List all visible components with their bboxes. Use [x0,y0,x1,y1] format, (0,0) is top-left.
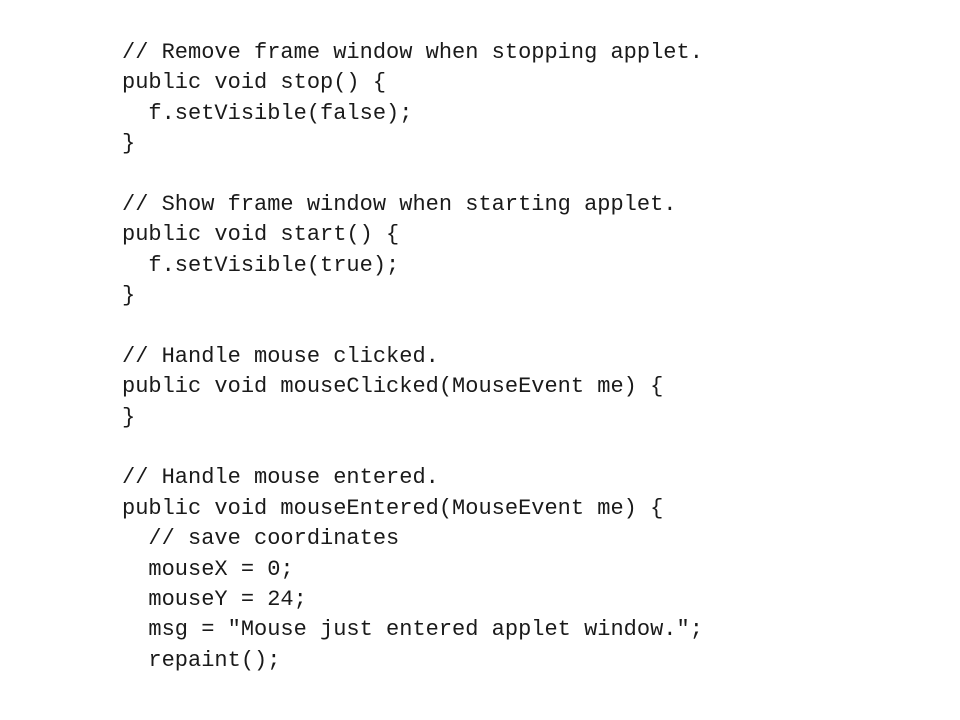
code-line: msg = "Mouse just entered applet window.… [122,617,703,643]
code-line: } [122,131,136,157]
code-line: // save coordinates [122,526,400,552]
code-line: mouseX = 0; [122,556,294,582]
code-line: public void start() { [122,222,400,248]
code-line: // Handle mouse entered. [122,465,439,491]
code-line: } [122,404,136,430]
code-line: repaint(); [122,647,281,673]
code-line-blank [122,433,703,463]
code-line: // Show frame window when starting apple… [122,191,677,217]
code-line-blank [122,160,703,190]
code-listing: // Remove frame window when stopping app… [122,38,703,676]
code-line: public void stop() { [122,70,387,96]
code-line: mouseY = 24; [122,587,307,613]
code-line: // Handle mouse clicked. [122,343,439,369]
code-line: f.setVisible(true); [122,252,400,278]
code-line: public void mouseClicked(MouseEvent me) … [122,374,664,400]
code-line: f.setVisible(false); [122,100,413,126]
code-line: // Remove frame window when stopping app… [122,40,703,65]
code-line-blank [122,312,703,342]
code-line: } [122,283,136,309]
code-line: public void mouseEntered(MouseEvent me) … [122,495,664,521]
